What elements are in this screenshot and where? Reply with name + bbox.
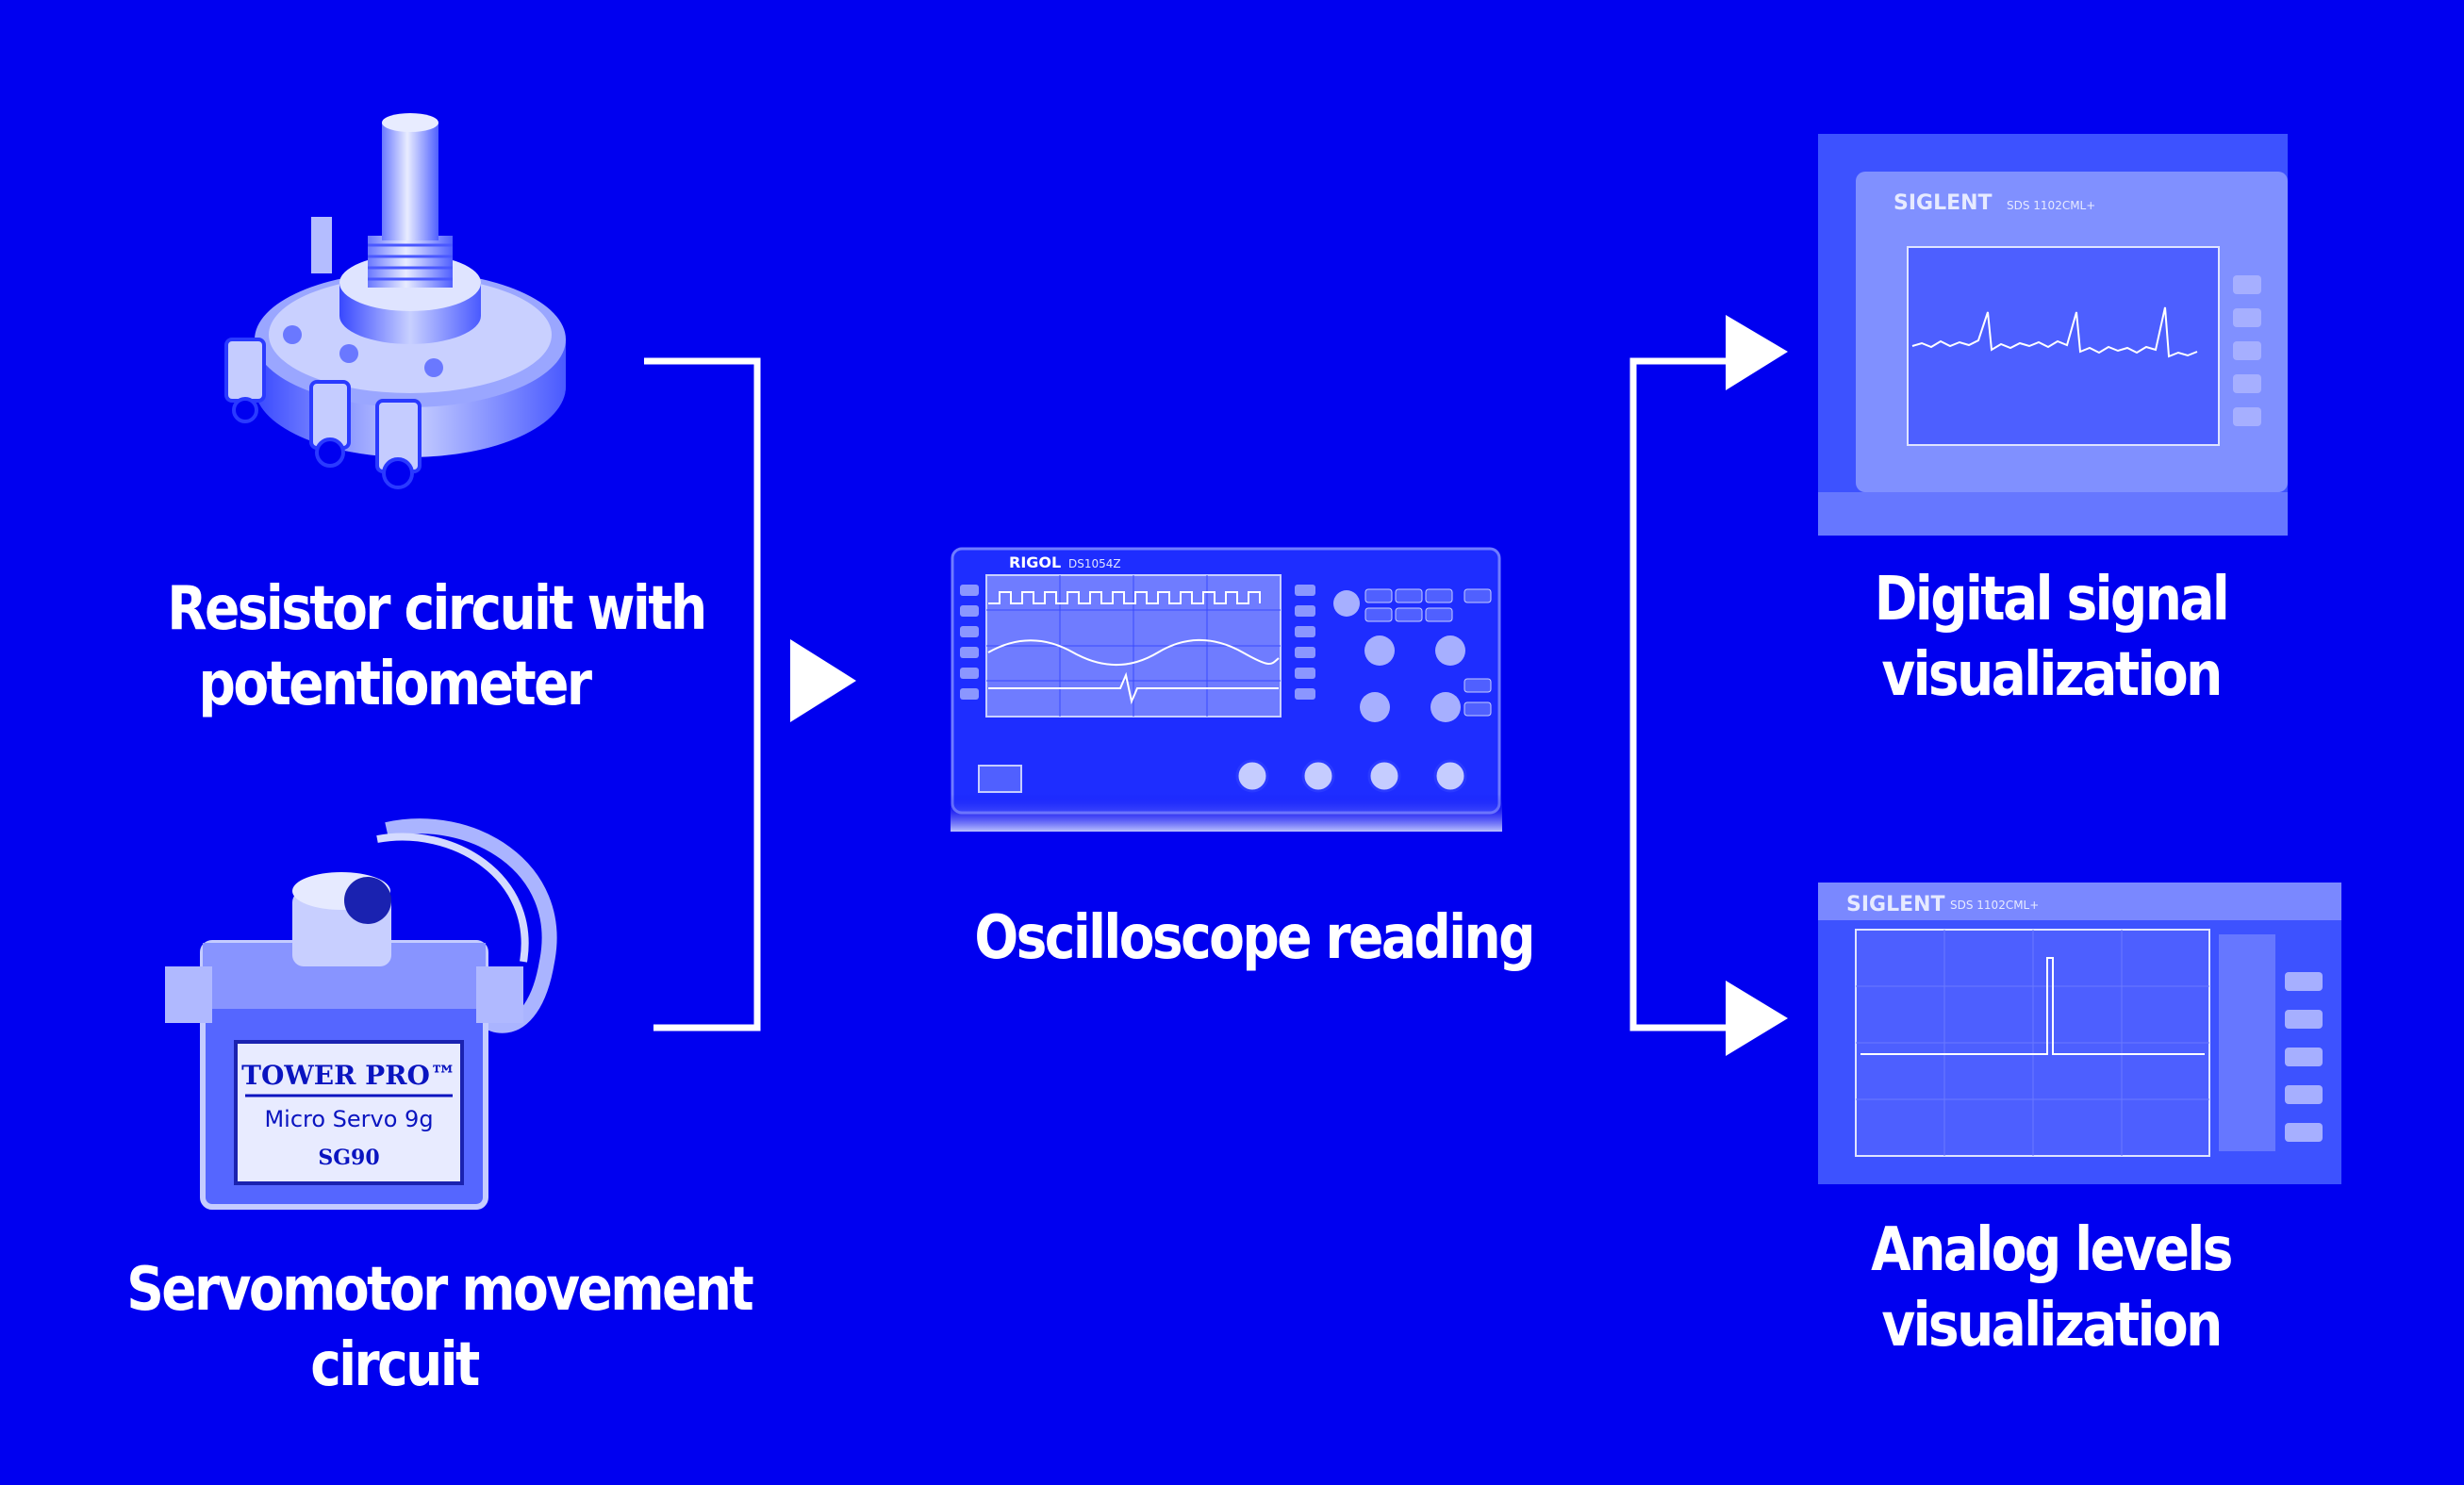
oscilloscope-photo: RIGOL DS1054Z <box>951 547 1502 834</box>
digital-siglent-brand: SIGLENT <box>1893 191 1993 215</box>
servo-icon: TOWER PRO™ Micro Servo 9g SG90 <box>165 818 557 1210</box>
analog-levels-label-line-1: Analog levels <box>1871 1215 2233 1285</box>
potentiometer-label-line-2: potentiometer <box>198 650 593 719</box>
digital-signal-label: Digital signal visualization <box>1795 562 2307 713</box>
digital-signal-label-line-1: Digital signal <box>1874 565 2230 635</box>
servo-brand-text: TOWER PRO™ <box>241 1060 456 1091</box>
oscilloscope-screen-icon: SIGLENT SDS 1102CML+ <box>1818 134 2288 536</box>
servo-label-line-1: Servomotor movement <box>126 1255 754 1325</box>
input-bracket-line <box>644 357 761 1031</box>
arrow-to-oscilloscope <box>790 639 856 722</box>
servo-part-text: SG90 <box>318 1146 379 1170</box>
digital-siglent-model: SDS 1102CML+ <box>2007 199 2095 212</box>
arrow-to-analog <box>1726 981 1788 1056</box>
arrow-to-digital <box>1726 315 1788 390</box>
output-bracket-line <box>1629 357 1738 1031</box>
digital-signal-label-line-2: visualization <box>1881 640 2223 710</box>
oscilloscope-screen-icon: SIGLENT SDS 1102CML+ <box>1818 883 2341 1184</box>
servo-label: Servomotor movement circuit <box>126 1252 754 1403</box>
servo-model-text: Micro Servo 9g <box>264 1106 433 1132</box>
oscilloscope-icon: RIGOL DS1054Z <box>951 547 1502 832</box>
oscilloscope-label-text: Oscilloscope reading <box>974 903 1535 973</box>
potentiometer-label: Resistor circuit with potentiometer <box>167 571 707 722</box>
digital-signal-photo: SIGLENT SDS 1102CML+ <box>1818 134 2288 536</box>
analog-levels-photo: SIGLENT SDS 1102CML+ <box>1818 883 2341 1184</box>
analog-siglent-model: SDS 1102CML+ <box>1950 899 2039 912</box>
oscilloscope-label: Oscilloscope reading <box>974 900 1535 976</box>
potentiometer-photo <box>189 104 585 500</box>
analog-levels-label-line-2: visualization <box>1881 1291 2223 1361</box>
servo-photo: TOWER PRO™ Micro Servo 9g SG90 <box>151 811 585 1216</box>
servo-label-line-2: circuit <box>310 1330 480 1400</box>
analog-siglent-brand: SIGLENT <box>1846 893 1945 916</box>
potentiometer-icon <box>224 113 566 489</box>
rigol-brand-text: RIGOL <box>1009 553 1061 571</box>
potentiometer-label-line-1: Resistor circuit with <box>167 574 707 644</box>
rigol-model-text: DS1054Z <box>1068 557 1121 570</box>
analog-levels-label: Analog levels visualization <box>1795 1213 2307 1363</box>
